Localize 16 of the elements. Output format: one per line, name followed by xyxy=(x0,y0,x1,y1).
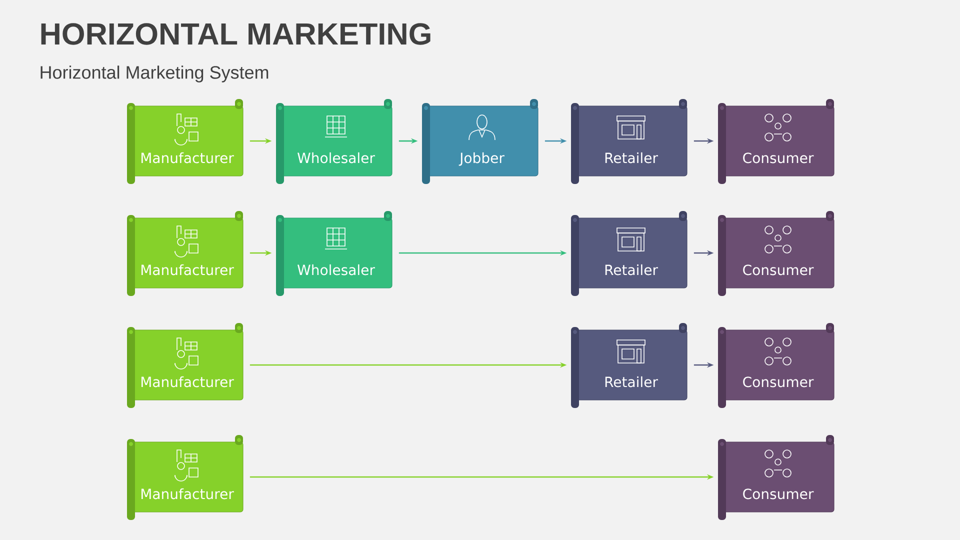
scroll-banner: Jobber xyxy=(422,99,538,184)
scroll-banner: Retailer xyxy=(571,99,688,184)
scroll-banner: Wholesaler xyxy=(276,99,392,184)
scroll-banner: Retailer xyxy=(571,323,688,408)
scroll-banner: Consumer xyxy=(718,435,834,520)
scroll-banner: Consumer xyxy=(718,99,834,184)
scroll-banner: Retailer xyxy=(571,211,688,296)
scroll-banner: Manufacturer xyxy=(127,323,244,408)
subtitle: Horizontal Marketing System xyxy=(40,66,268,82)
scroll-banner: Consumer xyxy=(718,211,834,296)
title: HORIZONTAL MARKETING xyxy=(41,23,430,45)
scroll-banner: Manufacturer xyxy=(127,99,244,184)
scroll-banner: Consumer xyxy=(718,323,834,408)
scroll-banner: Manufacturer xyxy=(127,435,244,520)
scroll-banner: Manufacturer xyxy=(127,211,244,296)
scroll-banner: Wholesaler xyxy=(276,211,392,296)
